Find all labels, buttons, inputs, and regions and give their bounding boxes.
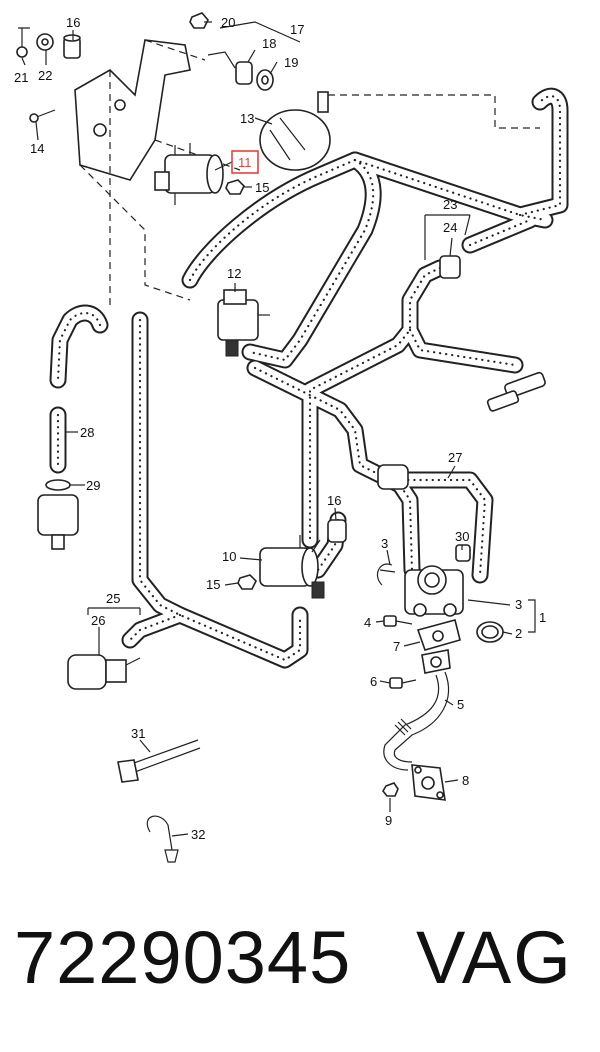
callout-label: 23 [443,197,457,212]
junction-part-27 [377,464,409,490]
footer: 72290345 VAG [0,915,600,1035]
callout-label: 15 [255,180,269,195]
callout-label: 14 [30,141,44,156]
egr-pipe-part-5 [383,649,451,801]
callout-label: 16 [327,493,341,508]
callout-label: 21 [14,70,28,85]
nut-part-9 [382,782,399,797]
callout-label: 17 [290,22,304,37]
bolt-part-21 [16,27,30,58]
bracket-1 [528,599,536,633]
callout-label: 19 [284,55,298,70]
bracket-25 [87,607,141,615]
nut-part-20 [189,12,209,29]
cable-tie-part-31 [117,739,201,783]
part-number: 72290345 [14,916,352,999]
callout-label: 5 [457,697,464,712]
gasket-part-7 [416,619,461,651]
solenoid-valve-part-11 [154,143,224,205]
callout-label: 6 [370,674,377,689]
strap-part-32 [146,815,179,863]
callout-labels: 16 20 17 21 22 18 19 13 14 11 15 23 24 1… [14,15,546,842]
callout-label: 10 [222,549,236,564]
nut-part-15-lower [237,574,257,590]
clip-part-3 [377,563,396,586]
brand-name: VAG [416,916,573,999]
callout-label: 25 [106,591,120,606]
leader-lines [21,21,513,837]
callout-label: 9 [385,813,392,828]
connector-part-24 [439,255,461,279]
callout-label: 30 [455,529,469,544]
callout-label: 20 [221,15,235,30]
t-connector-right [486,371,546,412]
callout-label: 26 [91,613,105,628]
callout-label: 3 [381,536,388,551]
filter-part-29 [37,479,79,550]
callout-label: 1 [539,610,546,625]
callout-label: 29 [86,478,100,493]
vacuum-reservoir-part-13 [259,91,540,171]
callout-label: 3 [515,597,522,612]
callout-label: 2 [515,626,522,641]
callout-label: 11 [238,155,252,170]
callout-label: 24 [443,220,457,235]
callout-label: 31 [131,726,145,741]
bolt-part-4 [383,615,413,627]
callout-label: 13 [240,111,254,126]
nut-part-15-top [225,179,245,195]
grommet-part-22 [36,33,54,51]
bracket-17 [219,21,301,43]
screw-part-14 [29,109,56,123]
callout-label: 7 [393,639,400,654]
bolt-part-6 [389,677,417,689]
sleeve-part-16 [63,34,81,59]
grommet-part-18 [235,61,253,85]
damper-part-26 [67,654,141,690]
o-ring-part-2 [476,621,504,643]
callout-label: 15 [206,577,220,592]
callout-label: 16 [66,15,80,30]
callout-label: 27 [448,450,462,465]
callout-label: 28 [80,425,94,440]
callout-label: 4 [364,615,371,630]
sleeve-part-16-lower [327,519,347,543]
hose-group [49,87,569,669]
bracket-23 [424,214,471,260]
callout-label: 22 [38,68,52,83]
washer-part-19 [256,69,274,91]
egr-valve-part-1 [404,544,471,617]
vacuum-hose-diagram: 16 20 17 21 22 18 19 13 14 11 15 23 24 1… [14,12,569,863]
callout-label: 12 [227,266,241,281]
callout-label: 8 [462,773,469,788]
callout-label: 32 [191,827,205,842]
callout-label: 18 [262,36,276,51]
solenoid-valve-part-10 [259,535,325,599]
highlight-box-11 [231,150,259,174]
